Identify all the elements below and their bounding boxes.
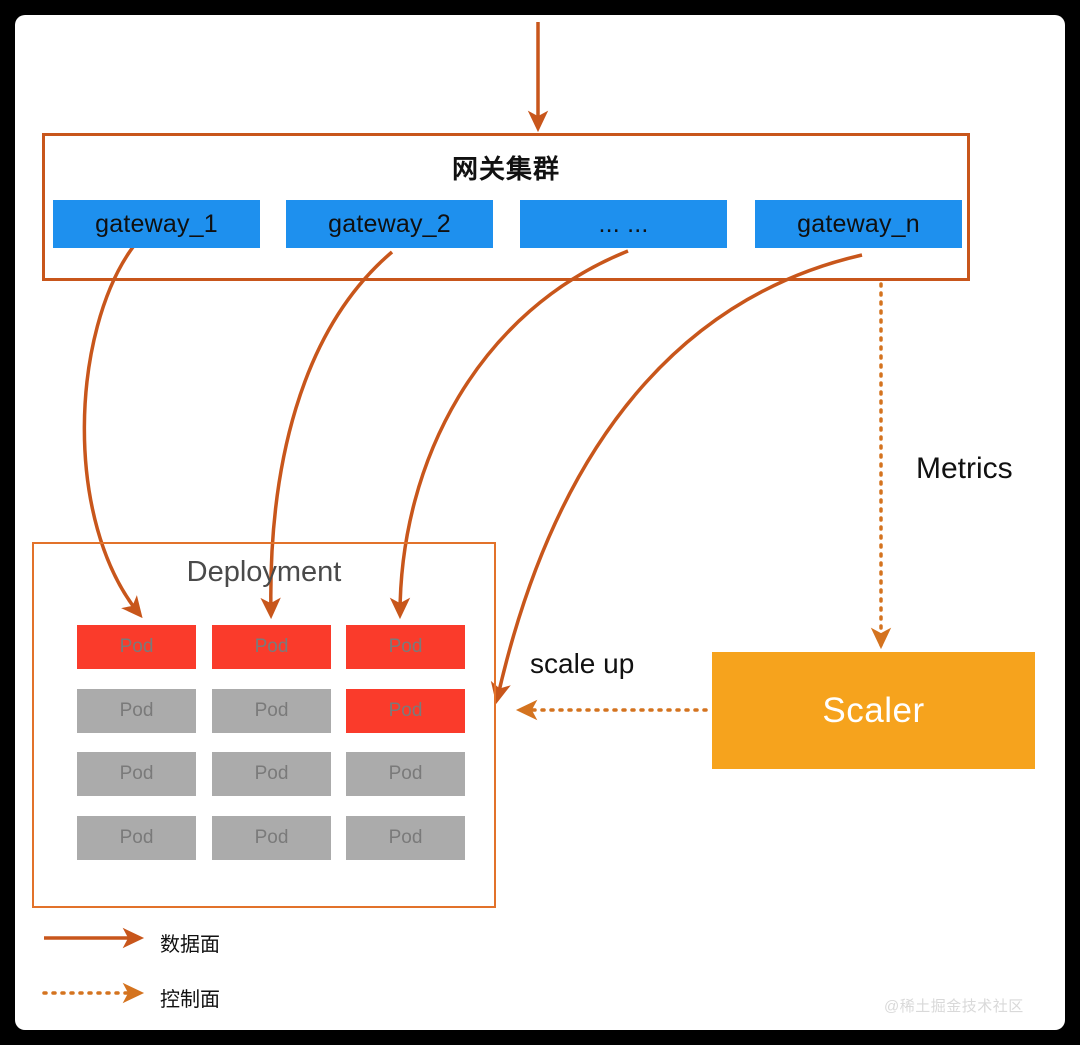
pod-r1c1-label: Pod bbox=[119, 636, 154, 657]
scale-up-label: scale up bbox=[530, 648, 635, 679]
pod-r2c1[interactable]: Pod bbox=[77, 689, 196, 733]
pod-r2c3-label: Pod bbox=[388, 700, 423, 721]
pod-r1c3[interactable]: Pod bbox=[346, 625, 465, 669]
pod-r1c2-label: Pod bbox=[254, 636, 289, 657]
gateway-node-2-label: gateway_2 bbox=[328, 209, 451, 238]
gateway-node-ellipsis-label: ... ... bbox=[598, 209, 649, 238]
pod-r4c3-label: Pod bbox=[388, 827, 423, 848]
gateway-cluster-box: 网关集群 gateway_1 gateway_2 ... ... gateway… bbox=[42, 133, 970, 281]
legend-item-control-plane-label: 控制面 bbox=[160, 989, 220, 1011]
diagram-stage: 网关集群 gateway_1 gateway_2 ... ... gateway… bbox=[15, 15, 1065, 1030]
pod-r3c1-label: Pod bbox=[119, 763, 154, 784]
pod-r2c2-label: Pod bbox=[254, 700, 289, 721]
gateway-node-1[interactable]: gateway_1 bbox=[53, 200, 260, 248]
gateway-node-2[interactable]: gateway_2 bbox=[286, 200, 493, 248]
pod-r3c2[interactable]: Pod bbox=[212, 752, 331, 796]
arrow-gatewayn-to-pod bbox=[490, 253, 863, 704]
gateway-cluster-title: 网关集群 bbox=[451, 154, 560, 184]
pod-r4c3[interactable]: Pod bbox=[346, 816, 465, 860]
pod-r3c2-label: Pod bbox=[254, 763, 289, 784]
pod-r3c3[interactable]: Pod bbox=[346, 752, 465, 796]
gateway-node-n[interactable]: gateway_n bbox=[755, 200, 962, 248]
gateway-node-1-label: gateway_1 bbox=[95, 209, 218, 238]
pod-r1c2[interactable]: Pod bbox=[212, 625, 331, 669]
deployment-title: Deployment bbox=[186, 556, 342, 588]
watermark: @稀土掘金技术社区 bbox=[884, 998, 1024, 1015]
pod-r4c1[interactable]: Pod bbox=[77, 816, 196, 860]
gateway-node-n-label: gateway_n bbox=[797, 209, 920, 238]
legend-item-data-plane-label: 数据面 bbox=[160, 934, 220, 956]
pod-r4c2-label: Pod bbox=[254, 827, 289, 848]
metrics-label: Metrics bbox=[916, 452, 1013, 485]
scaler-box[interactable]: Scaler bbox=[712, 652, 1035, 769]
pod-r1c1[interactable]: Pod bbox=[77, 625, 196, 669]
deployment-box: Deployment Pod Pod Pod Pod Pod Pod Pod P… bbox=[32, 542, 496, 908]
pod-r4c1-label: Pod bbox=[119, 827, 154, 848]
pod-r4c2[interactable]: Pod bbox=[212, 816, 331, 860]
pod-r2c1-label: Pod bbox=[119, 700, 154, 721]
pod-r1c3-label: Pod bbox=[388, 636, 423, 657]
scaler-label: Scaler bbox=[822, 690, 925, 730]
pod-r2c2[interactable]: Pod bbox=[212, 689, 331, 733]
gateway-node-ellipsis[interactable]: ... ... bbox=[520, 200, 727, 248]
pod-r2c3[interactable]: Pod bbox=[346, 689, 465, 733]
pod-r3c3-label: Pod bbox=[388, 763, 423, 784]
diagram-canvas: 网关集群 gateway_1 gateway_2 ... ... gateway… bbox=[15, 15, 1065, 1030]
pod-r3c1[interactable]: Pod bbox=[77, 752, 196, 796]
